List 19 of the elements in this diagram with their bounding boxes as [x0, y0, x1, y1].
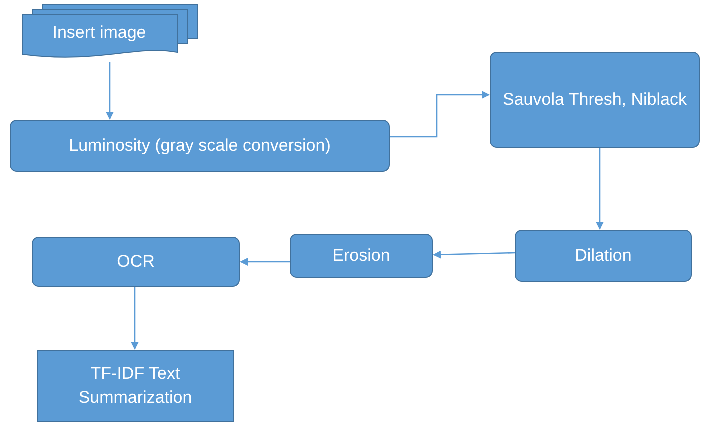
- arrow: [433, 250, 516, 259]
- arrow: [240, 258, 290, 266]
- process-box: [10, 120, 390, 172]
- arrow: [596, 148, 604, 230]
- process-box: [290, 234, 433, 278]
- node-label: Insert image: [52, 22, 146, 44]
- node-label: Sauvola Thresh, Niblack: [503, 89, 687, 111]
- arrow: [390, 91, 490, 138]
- process-box: [490, 52, 700, 148]
- process-box: [515, 230, 692, 282]
- node-label: Erosion: [332, 245, 390, 267]
- process-box: [32, 237, 240, 287]
- node-label: Luminosity (gray scale conversion): [69, 135, 331, 157]
- node-label: OCR: [117, 251, 155, 273]
- node-label: Dilation: [575, 245, 632, 267]
- arrow: [131, 287, 139, 350]
- arrow: [106, 62, 114, 120]
- process-box: [37, 350, 234, 422]
- node-label: TF-IDF Text Summarization: [78, 363, 194, 409]
